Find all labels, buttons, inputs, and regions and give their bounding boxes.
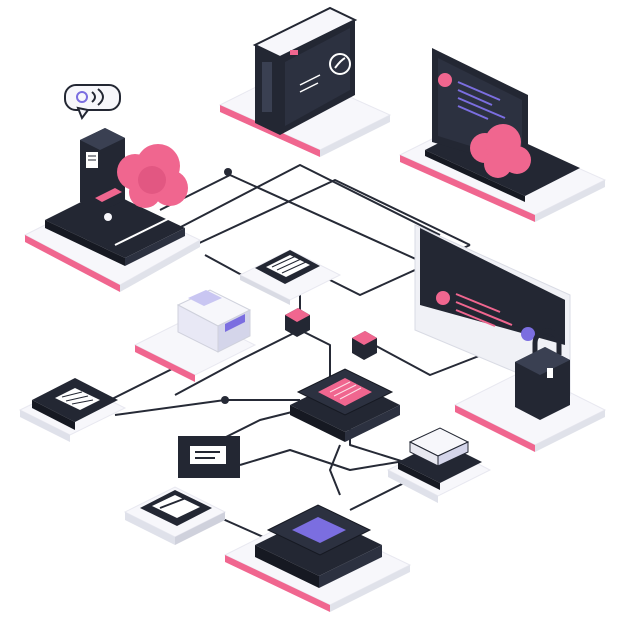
processor-chip-icon [285,308,310,337]
padlock-icon [515,328,570,420]
speech-bubble-icon [64,84,121,121]
laptop-cloud-station [398,48,607,222]
junction-dot [221,396,229,404]
cloud-server-icon [117,144,188,208]
processor-chip-icon [352,331,377,360]
processor-chip-icon [266,504,372,556]
cloud-server-station [23,84,202,292]
card-device-station [18,378,127,442]
junction-dot [224,168,232,176]
monitor-station [414,224,607,452]
card-reader-icon [55,388,100,410]
monitor-code-icon [414,224,571,396]
keyboard-chip-icon [255,250,320,284]
router-icon [140,490,212,526]
card-reader-icon [95,188,122,221]
router-icon [408,427,470,467]
server-rack-icon [252,6,358,135]
laptop-cloud-icon [432,48,531,178]
router-stack-station [386,427,492,503]
terminal-station [178,436,240,478]
server-box-station [218,6,392,157]
database-station [133,289,257,382]
router-station [123,486,227,545]
keyboard-chip-station [238,249,377,360]
network-switch-icon [318,378,372,406]
database-block-icon [176,289,252,353]
processor-station [223,504,412,612]
network-switch-station [290,368,400,442]
